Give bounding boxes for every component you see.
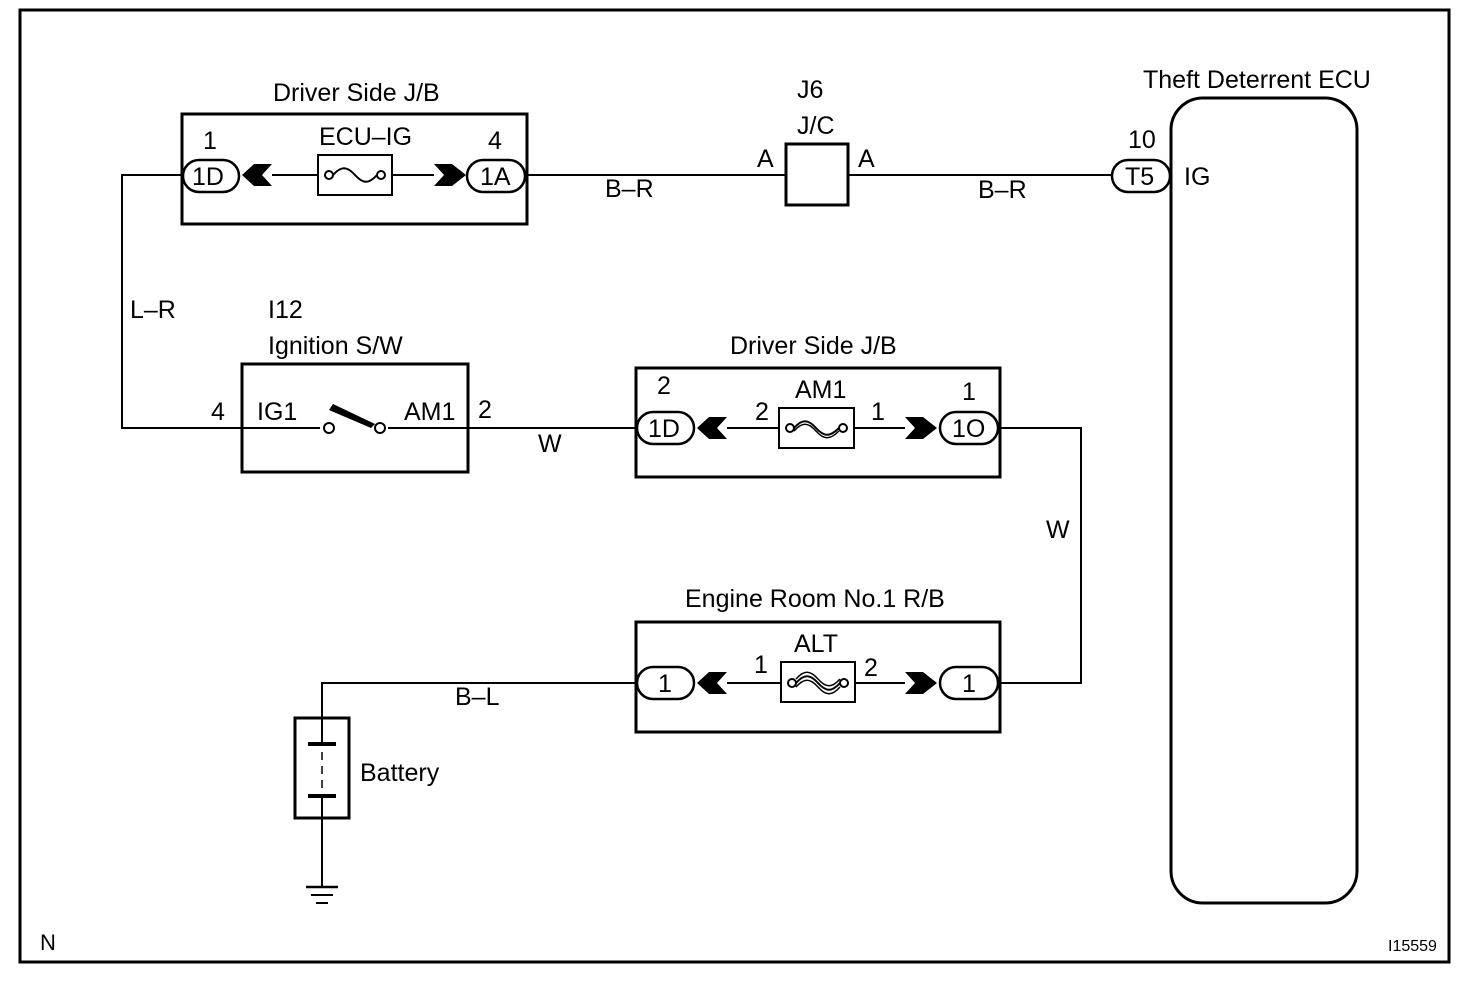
ecu-terminal: IG <box>1184 163 1210 191</box>
fuse-icon <box>787 671 849 695</box>
jb-top-left-connector <box>181 158 241 194</box>
jb-mid-fuse-right-pin: 1 <box>871 398 885 426</box>
jb-mid-left-pin: 2 <box>657 372 671 400</box>
ign-right-pin: 2 <box>478 396 492 424</box>
wire-label-jb-ign: L–R <box>130 296 176 324</box>
fuse-icon <box>785 420 848 439</box>
relay-block: Engine Room No.1 R/B 1 1 ALT 2 1 <box>634 585 1002 734</box>
junction-block-middle: Driver Side J/B 1D 2 2 AM1 1 1O 1 <box>634 332 1002 479</box>
jb-mid-left-conn-label: 1D <box>648 415 680 443</box>
jc-left-pin: A <box>757 145 774 173</box>
fuse-icon <box>324 167 386 183</box>
jb-mid-left-terminal-icon <box>697 417 727 439</box>
rb-left-connector <box>635 665 696 701</box>
ign-code: I12 <box>268 296 303 324</box>
jb-mid-right-terminal-icon <box>905 417 937 439</box>
rb-title: Engine Room No.1 R/B <box>685 585 945 613</box>
wire-label-rb-batt: B–L <box>455 683 500 711</box>
jb-mid-right-connector <box>938 410 1000 446</box>
wire-label-jb-rb: W <box>1046 516 1070 544</box>
rb-right-conn-label: 1 <box>962 670 976 698</box>
jb-top-left-conn-label: 1D <box>192 163 224 191</box>
rb-fuse-left-pin: 1 <box>754 651 768 679</box>
wire-jb-to-ign <box>121 174 242 429</box>
jb-top-box <box>180 112 529 226</box>
wire-label-jb-jc: B–R <box>605 175 654 203</box>
jb-top-right-connector <box>465 158 527 194</box>
ign-name: Ignition S/W <box>268 332 403 360</box>
jb-top-left-terminal-icon <box>242 164 272 186</box>
jb-top-right-conn-label: 1A <box>480 163 511 191</box>
wire-label-ign-jb: W <box>538 430 562 458</box>
battery-label: Battery <box>360 759 440 787</box>
wires <box>121 174 1112 886</box>
rb-left-conn-label: 1 <box>658 670 672 698</box>
ecu-title: Theft Deterrent ECU <box>1143 66 1371 94</box>
jc-right-pin: A <box>858 145 875 173</box>
jc-code: J6 <box>797 76 823 104</box>
jb-top-right-pin: 4 <box>488 127 502 155</box>
ign-left-term: IG1 <box>257 398 297 426</box>
wire-label-jc-ecu: B–R <box>978 176 1027 204</box>
ecu-connector <box>1110 158 1172 194</box>
corner-code: N <box>40 930 56 955</box>
diagram-frame <box>18 8 1451 964</box>
jb-top-fuse-label: ECU–IG <box>319 123 412 151</box>
wire-rb-to-batt <box>321 682 636 718</box>
wire-jb-to-rb <box>1000 427 1082 684</box>
jb-mid-right-pin: 1 <box>962 378 976 406</box>
jb-mid-left-connector <box>635 410 696 446</box>
ecu-pin: 10 <box>1128 126 1156 154</box>
theft-deterrent-ecu: Theft Deterrent ECU T5 10 IG <box>1110 66 1371 905</box>
ecu-box <box>1169 96 1359 905</box>
ign-box <box>240 362 470 474</box>
rb-fuse-right-pin: 2 <box>864 654 878 682</box>
switch-contact-icon <box>242 404 468 434</box>
ign-right-term: AM1 <box>404 398 455 426</box>
rb-box <box>634 620 1002 734</box>
rb-left-terminal-icon <box>697 672 727 694</box>
ecu-conn-label: T5 <box>1125 163 1154 191</box>
jb-top-left-pin: 1 <box>203 127 217 155</box>
jb-mid-fuse-label: AM1 <box>795 376 846 404</box>
ign-left-pin: 4 <box>211 398 225 426</box>
rb-right-connector <box>938 665 1000 701</box>
jb-mid-right-conn-label: 1O <box>952 415 985 443</box>
jb-mid-fuse-left-pin: 2 <box>755 398 769 426</box>
jb-mid-box <box>634 366 1002 479</box>
jb-top-right-terminal-icon <box>434 164 466 186</box>
ground-icon <box>306 885 338 904</box>
junction-block-top: Driver Side J/B 1D 1 ECU–IG 1A 4 <box>180 79 529 226</box>
battery-icon <box>308 718 336 818</box>
battery: Battery <box>293 716 440 820</box>
figure-id: I15559 <box>1388 938 1437 955</box>
rb-right-terminal-icon <box>905 672 937 694</box>
ignition-switch: I12 Ignition S/W 4 IG1 AM1 2 <box>211 296 492 474</box>
jc-box <box>784 142 850 207</box>
junction-connector: J6 J/C A A <box>757 76 875 207</box>
jc-name: J/C <box>797 112 835 140</box>
jb-top-title: Driver Side J/B <box>273 79 440 107</box>
rb-fuse-label: ALT <box>794 630 838 658</box>
jb-mid-title: Driver Side J/B <box>730 332 897 360</box>
